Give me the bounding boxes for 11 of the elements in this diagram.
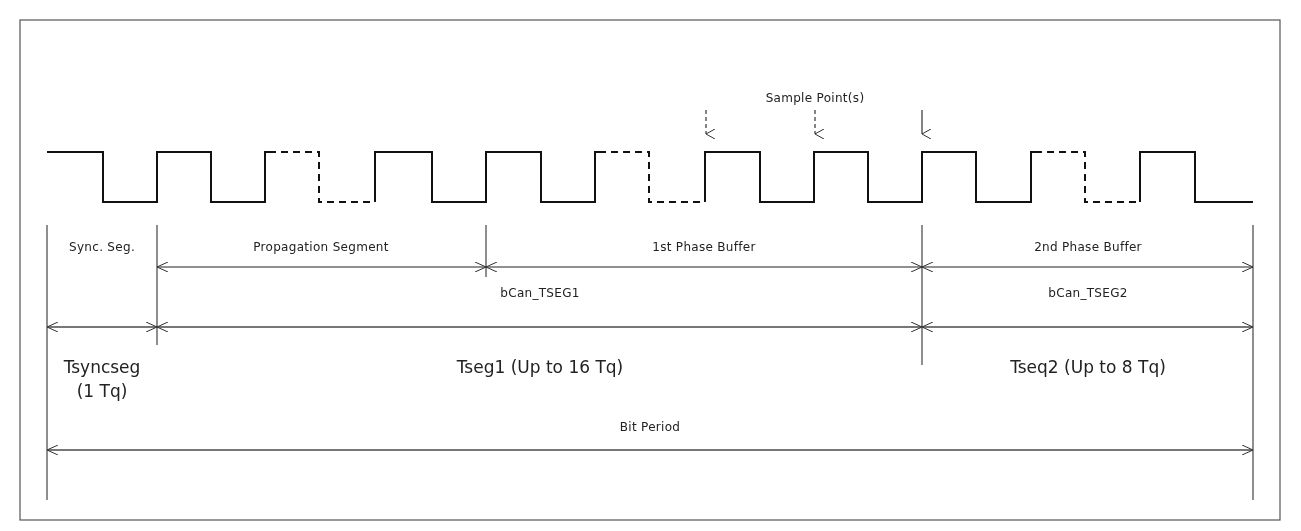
duration-label: Tsyncseg (1 Tq)	[62, 356, 142, 403]
register-label: bCan_TSEG1	[500, 286, 580, 300]
duration-label: Tseg1 (Up to 16 Tq)	[456, 356, 624, 379]
duration-label: Tseq2 (Up to 8 Tq)	[1010, 356, 1166, 379]
segment-label: 1st Phase Buffer	[652, 240, 756, 254]
segment-label: Propagation Segment	[253, 240, 389, 254]
segment-label: Sync. Seg.	[69, 240, 135, 254]
period-label: Bit Period	[619, 420, 681, 434]
sample-point-label: Sample Point(s)	[765, 91, 865, 105]
register-label: bCan_TSEG2	[1048, 286, 1128, 300]
segment-label: 2nd Phase Buffer	[1034, 240, 1142, 254]
